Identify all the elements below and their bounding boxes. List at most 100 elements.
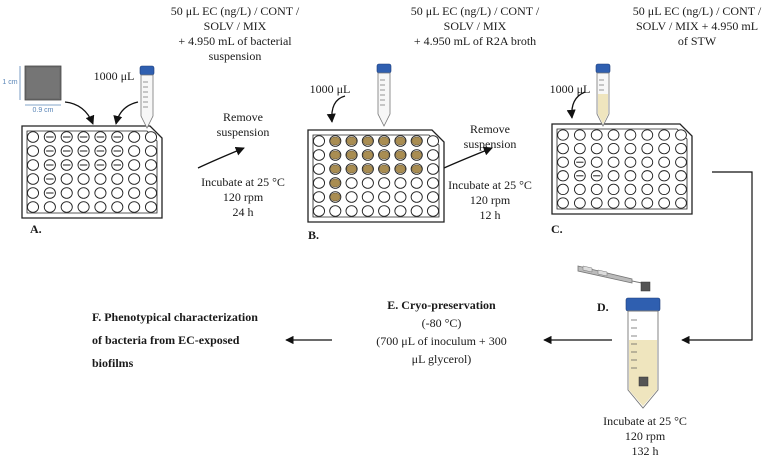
arrow-tube-to-plate-a bbox=[113, 101, 139, 125]
plate-well bbox=[312, 163, 326, 175]
plate-well bbox=[361, 177, 374, 189]
plate-well bbox=[60, 173, 73, 185]
plate-well bbox=[658, 170, 671, 182]
microplate-a bbox=[21, 125, 163, 219]
plate-well bbox=[128, 159, 141, 171]
note-line: 50 μL EC (ng/L) / CONT / bbox=[632, 4, 762, 18]
biofilm-deposit bbox=[346, 150, 357, 160]
biofilm-coupon bbox=[19, 65, 62, 106]
note-line: SOLV / MIX bbox=[203, 19, 267, 33]
plate-well bbox=[410, 191, 423, 203]
connector-c-to-d bbox=[681, 171, 753, 345]
plate-well bbox=[624, 170, 637, 182]
incubation-line: 120 rpm bbox=[469, 193, 511, 207]
step-e-line: (-80 °C) bbox=[421, 316, 462, 330]
plate-well bbox=[345, 191, 358, 203]
plate-well bbox=[641, 183, 654, 196]
plate-well bbox=[94, 173, 107, 185]
step-label-c: C. bbox=[551, 222, 563, 236]
incubation-line: 12 h bbox=[479, 208, 501, 222]
step-label-d: D. bbox=[597, 300, 609, 314]
note-line: + 4.950 mL of R2A broth bbox=[413, 34, 537, 48]
plate-well bbox=[624, 129, 637, 141]
plate-well bbox=[144, 173, 158, 185]
incubation-line: Incubate at 25 °C bbox=[448, 178, 532, 192]
incubation-line: 24 h bbox=[232, 205, 254, 219]
biofilm-deposit bbox=[330, 164, 341, 174]
plate-well bbox=[345, 177, 358, 189]
plate-well bbox=[410, 205, 423, 217]
action-line: Remove bbox=[223, 110, 263, 124]
plate-well bbox=[128, 145, 141, 157]
pipette-tip bbox=[577, 265, 643, 284]
plate-well bbox=[658, 183, 671, 196]
plate-well bbox=[26, 201, 40, 213]
note-line: SOLV / MIX bbox=[443, 19, 507, 33]
falcon-tube-stw bbox=[595, 63, 611, 127]
plate-well bbox=[641, 170, 654, 182]
coupon-width-label: 0.9 cm bbox=[32, 107, 54, 114]
plate-well bbox=[658, 156, 671, 168]
plate-well bbox=[607, 197, 620, 209]
plate-well bbox=[658, 197, 671, 209]
plate-well bbox=[312, 135, 326, 147]
plate-well bbox=[675, 142, 687, 155]
plate-well bbox=[658, 129, 671, 141]
plate-well bbox=[378, 177, 391, 189]
plate-well bbox=[111, 173, 124, 185]
plate-well bbox=[624, 156, 637, 168]
note-line: of STW bbox=[677, 34, 717, 48]
plate-well bbox=[394, 177, 407, 189]
plate-well bbox=[410, 177, 423, 189]
plate-well bbox=[590, 129, 603, 141]
incubation-line: Incubate at 25 °C bbox=[201, 175, 285, 189]
plate-well bbox=[77, 173, 90, 185]
step-e-line: μL glycerol) bbox=[411, 352, 472, 366]
plate-well bbox=[378, 191, 391, 203]
plate-well bbox=[573, 183, 586, 196]
plate-well bbox=[26, 145, 40, 157]
arrow-remove-suspension-2 bbox=[443, 146, 493, 169]
falcon-tube-d bbox=[625, 281, 661, 409]
incubation-2: Incubate at 25 °C 120 rpm 12 h bbox=[435, 178, 545, 223]
incubation-line: 120 rpm bbox=[624, 429, 666, 443]
plate-well bbox=[144, 131, 158, 143]
biofilm-deposit bbox=[362, 150, 374, 160]
plate-well bbox=[557, 183, 569, 196]
plate-well bbox=[144, 159, 158, 171]
coupon-dropped bbox=[640, 281, 651, 292]
note-line: 50 μL EC (ng/L) / CONT / bbox=[170, 4, 300, 18]
plate-well bbox=[675, 170, 687, 182]
step-f-line: of bacteria from EC-exposed bbox=[92, 333, 240, 347]
plate-well bbox=[26, 131, 40, 143]
plate-well bbox=[658, 142, 671, 155]
plate-well bbox=[312, 149, 326, 161]
plate-well bbox=[60, 201, 73, 213]
plate-well bbox=[557, 156, 569, 168]
plate-well bbox=[675, 183, 687, 196]
plate-well bbox=[675, 129, 687, 141]
note-line: suspension bbox=[208, 49, 262, 63]
plate-well bbox=[345, 205, 358, 217]
plate-well bbox=[573, 129, 586, 141]
biofilm-deposit bbox=[411, 150, 422, 160]
step-f-phenotypical-characterization: F. Phenotypical characterization of bact… bbox=[92, 310, 282, 371]
plate-well bbox=[607, 129, 620, 141]
plate-well bbox=[426, 135, 440, 147]
falcon-tube-r2a-broth bbox=[376, 63, 392, 127]
biofilm-deposit bbox=[346, 136, 357, 146]
plate-well bbox=[128, 131, 141, 143]
plate-well bbox=[607, 142, 620, 155]
note-line: SOLV / MIX + 4.950 mL bbox=[635, 19, 759, 33]
plate-well bbox=[60, 187, 73, 199]
biofilm-deposit bbox=[362, 164, 374, 174]
plate-well bbox=[607, 156, 620, 168]
biofilm-deposit bbox=[378, 150, 390, 160]
plate-well bbox=[607, 170, 620, 182]
note-plate-b: 50 μL EC (ng/L) / CONT / SOLV / MIX + 4.… bbox=[395, 4, 555, 49]
plate-well bbox=[641, 197, 654, 209]
biofilm-deposit bbox=[395, 164, 406, 174]
biofilm-deposit bbox=[362, 136, 374, 146]
plate-well bbox=[641, 129, 654, 141]
biofilm-deposit bbox=[378, 164, 390, 174]
